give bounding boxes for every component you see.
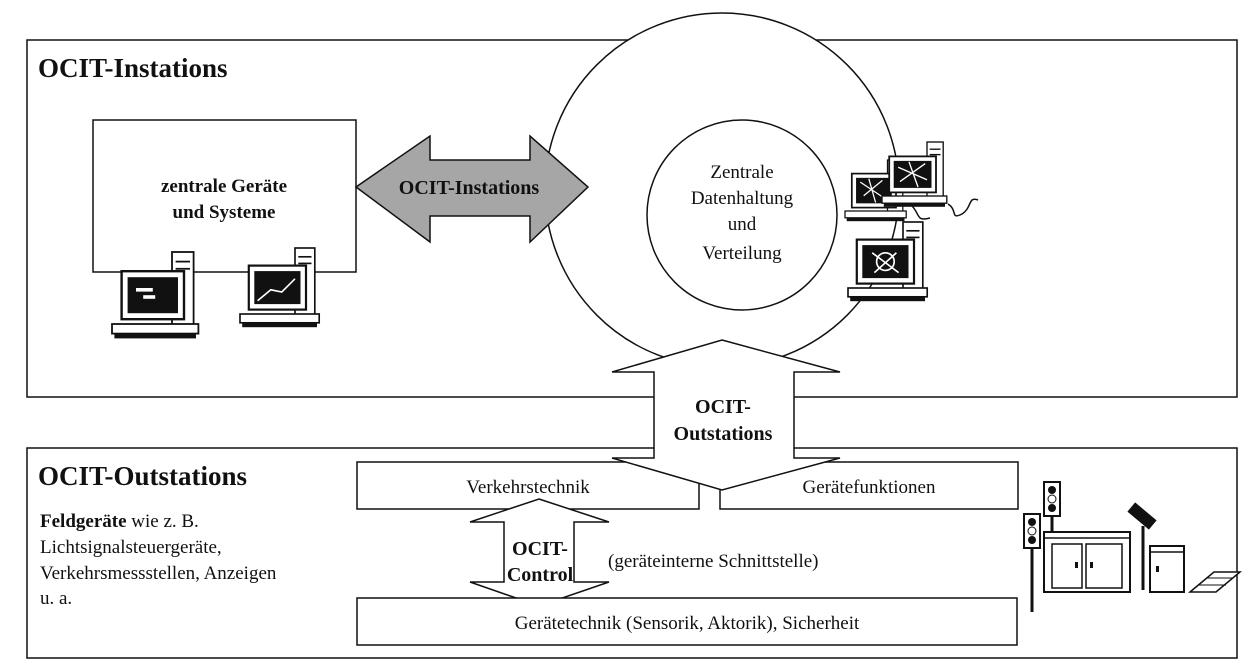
verkehrstechnik-box <box>356 461 700 510</box>
cabinet-icon <box>1149 545 1185 593</box>
central-data-label-4: Verteilung <box>702 243 782 264</box>
instations-double-arrow <box>354 134 590 244</box>
central-systems-label-2: und Systeme <box>173 202 276 223</box>
computer-cable <box>911 205 931 220</box>
computer-icon <box>846 220 929 303</box>
computer-icon <box>238 246 321 329</box>
outstations-arrow-label-2: Outstations <box>674 423 773 445</box>
computer-icon <box>110 250 200 340</box>
verkehrstechnik-label: Verkehrstechnik <box>466 477 590 498</box>
central-data-label-2: Datenhaltung <box>691 188 794 209</box>
geraetetechnik-label: Gerätetechnik (Sensorik, Aktorik), Siche… <box>515 613 860 634</box>
instations-arrow-label: OCIT-Instations <box>399 177 540 199</box>
field-devices-desc-3: Verkehrsmessstellen, Anzeigen <box>40 563 277 584</box>
computer-cable <box>947 198 979 217</box>
central-data-circle <box>646 119 838 311</box>
field-devices-desc-2: Lichtsignalsteuergeräte, <box>40 537 222 558</box>
control-note: (geräteinterne Schnittstelle) <box>608 551 819 572</box>
cabinet-icon <box>1043 531 1131 593</box>
central-systems-label-1: zentrale Geräte <box>161 176 287 197</box>
traffic-light-icon <box>1023 513 1041 612</box>
field-devices-rest: wie z. B. <box>127 511 199 532</box>
outstations-double-arrow <box>611 339 841 491</box>
control-arrow-label-1: OCIT- <box>512 538 568 560</box>
instations-title: OCIT-Instations <box>38 53 228 83</box>
control-arrow-label-2: Control <box>507 564 574 586</box>
outstations-arrow-label-1: OCIT- <box>695 396 751 418</box>
field-devices-desc-1: Feldgeräte wie z. B. <box>40 511 199 532</box>
outstations-title: OCIT-Outstations <box>38 461 247 491</box>
geraetetechnik-box <box>356 597 1018 646</box>
loop-detector-icon <box>1187 571 1243 593</box>
central-systems-box <box>92 119 357 273</box>
central-data-label-3: und <box>728 214 757 235</box>
computer-icon <box>881 141 948 208</box>
field-devices-desc-4: u. a. <box>40 588 72 609</box>
camera-icon <box>1127 502 1157 590</box>
central-data-label-1: Zentrale <box>710 162 773 183</box>
field-devices-bold: Feldgeräte <box>40 511 127 532</box>
geraetefunktionen-label: Gerätefunktionen <box>803 477 936 498</box>
